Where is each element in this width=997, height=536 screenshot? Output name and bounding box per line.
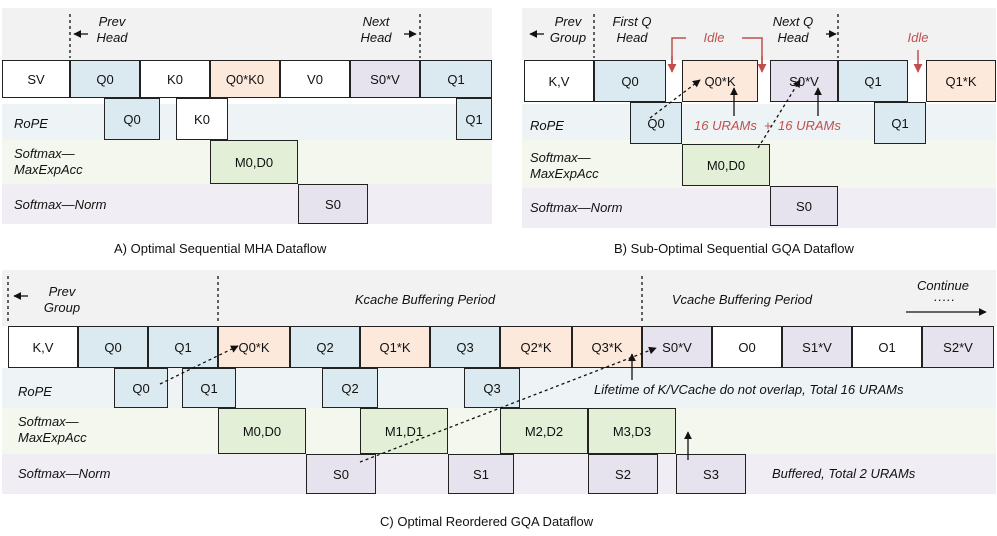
c-main-o0: O0 xyxy=(712,326,782,368)
b-rope-q1: Q1 xyxy=(874,102,926,144)
a-main-s0v: S0*V xyxy=(350,60,420,98)
panel-c-vcache-period: Vcache Buffering Period xyxy=(671,292,813,307)
c-norm-label: Softmax—Norm xyxy=(18,466,111,481)
a-main-q0k0: Q0*K0 xyxy=(210,60,280,98)
a-main-q0: Q0 xyxy=(70,60,140,98)
c-norm-s2: S2 xyxy=(588,454,658,494)
a-norm-s0: S0 xyxy=(298,184,368,224)
a-rope-q0: Q0 xyxy=(104,98,160,140)
panel-b-caption: B) Sub-Optimal Sequential GQA Dataflow xyxy=(614,241,854,256)
c-main-q1k: Q1*K xyxy=(360,326,430,368)
c-main-q0: Q0 xyxy=(78,326,148,368)
a-main-sv: SV xyxy=(2,60,70,98)
c-rope-q2: Q2 xyxy=(322,368,378,408)
b-norm-label: Softmax—Norm xyxy=(530,200,623,215)
b-idle-bracket-1 xyxy=(671,37,686,70)
a-main-q1: Q1 xyxy=(420,60,492,98)
c-main-o1: O1 xyxy=(852,326,922,368)
c-dotted-q0 xyxy=(159,345,239,385)
panel-b-idle-2: Idle xyxy=(907,30,929,45)
c-rope-q0: Q0 xyxy=(114,368,168,408)
c-max-m1d1: M1,D1 xyxy=(360,408,448,454)
c-main-q1: Q1 xyxy=(148,326,218,368)
c-main-q2: Q2 xyxy=(290,326,360,368)
panel-b-header-band xyxy=(522,8,996,60)
panel-c-max-band xyxy=(2,408,996,454)
a-max-label: Softmax—MaxExpAcc xyxy=(14,146,83,177)
a-rope-k0: K0 xyxy=(176,98,228,140)
b-norm-s0: S0 xyxy=(770,186,838,226)
b-idle-bracket-1b xyxy=(742,37,763,70)
panel-a-caption: A) Optimal Sequential MHA Dataflow xyxy=(114,241,327,256)
c-main-kv: K,V xyxy=(8,326,78,368)
panel-b-idle-1: Idle xyxy=(703,30,725,45)
b-main-q1k: Q1*K xyxy=(926,60,996,102)
b-dotted-m0 xyxy=(757,79,801,149)
panel-b-norm-band xyxy=(522,188,996,228)
c-main-q3: Q3 xyxy=(430,326,500,368)
a-rope-label: RoPE xyxy=(14,116,48,131)
c-max-label: Softmax—MaxExpAcc xyxy=(18,414,87,445)
b-rope-q0: Q0 xyxy=(630,102,682,144)
b-main-kv: K,V xyxy=(524,60,594,102)
a-max-m0d0: M0,D0 xyxy=(210,140,298,184)
panel-c-ellipsis: ····· xyxy=(933,292,955,307)
c-rope-q3: Q3 xyxy=(464,368,520,408)
a-main-v0: V0 xyxy=(280,60,350,98)
c-buffered-note: Buffered, Total 2 URAMs xyxy=(772,466,916,481)
a-norm-label: Softmax—Norm xyxy=(14,197,107,212)
a-rope-q1: Q1 xyxy=(456,98,492,140)
c-rope-q1: Q1 xyxy=(182,368,236,408)
c-norm-s0: S0 xyxy=(306,454,376,494)
c-max-m2d2: M2,D2 xyxy=(500,408,588,454)
c-dotted-s0 xyxy=(359,346,657,463)
c-lifetime-note: Lifetime of K/VCache do not overlap, Tot… xyxy=(594,382,904,397)
b-max-label: Softmax—MaxExpAcc xyxy=(530,150,599,181)
b-rope-label: RoPE xyxy=(530,118,564,133)
c-main-s1v: S1*V xyxy=(782,326,852,368)
b-dotted-q0 xyxy=(649,79,701,119)
panel-a-rope-band xyxy=(2,104,492,140)
c-main-q2k: Q2*K xyxy=(500,326,572,368)
panel-c-continue: Continue xyxy=(916,278,970,293)
b-main-q0: Q0 xyxy=(594,60,666,102)
panel-c-caption: C) Optimal Reordered GQA Dataflow xyxy=(380,514,594,529)
panel-a-norm-band xyxy=(2,184,492,224)
c-norm-s3: S3 xyxy=(676,454,746,494)
b-main-q1: Q1 xyxy=(838,60,908,102)
b-urams-b: 16 URAMs xyxy=(778,118,841,133)
panel-c-header-band xyxy=(2,270,996,326)
c-max-m3d3: M3,D3 xyxy=(588,408,676,454)
c-main-s2v: S2*V xyxy=(922,326,994,368)
b-urams-plus: + xyxy=(764,118,772,133)
c-norm-s1: S1 xyxy=(448,454,514,494)
b-urams-a: 16 URAMs xyxy=(694,118,757,133)
b-max-m0d0: M0,D0 xyxy=(682,144,770,186)
c-max-m0d0: M0,D0 xyxy=(218,408,306,454)
a-main-k0: K0 xyxy=(140,60,210,98)
panel-c-kcache-period: Kcache Buffering Period xyxy=(354,292,496,307)
c-rope-label: RoPE xyxy=(18,384,52,399)
